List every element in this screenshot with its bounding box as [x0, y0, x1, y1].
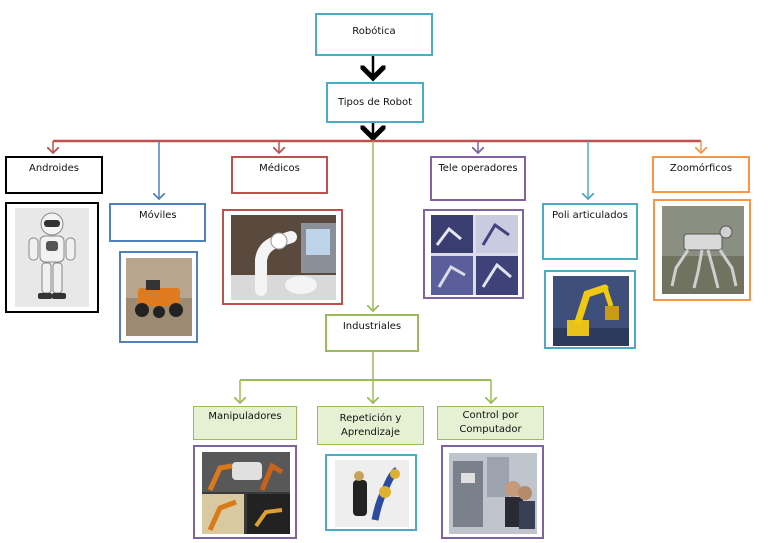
node-moviles: Móviles	[109, 203, 206, 242]
computer-control-robot-image	[449, 453, 537, 534]
root-node: Robótica	[315, 13, 433, 56]
medical-image-frame	[222, 209, 343, 305]
teleoperator-robot-image	[431, 215, 518, 295]
medical-robot-image	[231, 215, 336, 300]
learning-robot-image	[335, 460, 409, 527]
zoomorphic-robot-image	[662, 206, 744, 294]
label-manipuladores: Manipuladores	[208, 411, 282, 422]
node-medicos: Médicos	[231, 156, 328, 194]
label-industriales: Industriales	[342, 321, 402, 332]
node-industriales: Industriales	[325, 314, 419, 352]
node-zoo: Zoomórficos	[652, 156, 750, 193]
label-medicos: Médicos	[259, 163, 300, 174]
node-repeticion: Repetición y Aprendizaje	[317, 406, 424, 445]
node-manipuladores: Manipuladores	[193, 406, 297, 440]
node-tele: Tele operadores	[430, 156, 526, 201]
level1-node: Tipos de Robot	[326, 82, 424, 123]
root-label: Robótica	[352, 25, 396, 37]
computer-control-image-frame	[441, 445, 544, 539]
node-poli: Poli articulados	[542, 203, 638, 260]
android-robot-image	[15, 208, 89, 307]
zoomorphic-image-frame	[653, 199, 751, 301]
teleoperator-image-frame	[423, 209, 524, 299]
label-control: Control por Computador	[459, 410, 522, 435]
mobile-image-frame	[119, 251, 198, 343]
level1-label: Tipos de Robot	[337, 96, 413, 108]
label-tele: Tele operadores	[438, 163, 518, 174]
manipulator-robot-image	[202, 452, 290, 534]
label-repeticion: Repetición y Aprendizaje	[339, 412, 402, 438]
label-androides: Androides	[28, 163, 80, 174]
articulated-robot-image	[553, 276, 629, 346]
articulated-image-frame	[544, 270, 636, 349]
learning-image-frame	[325, 454, 417, 531]
node-androides: Androides	[5, 156, 103, 194]
label-zoo: Zoomórficos	[669, 163, 733, 174]
label-poli: Poli articulados	[552, 210, 628, 221]
node-control: Control por Computador	[437, 406, 544, 440]
android-image-frame	[5, 202, 99, 313]
mobile-robot-image	[126, 258, 192, 336]
label-moviles: Móviles	[139, 210, 177, 221]
manipulator-image-frame	[193, 445, 297, 539]
